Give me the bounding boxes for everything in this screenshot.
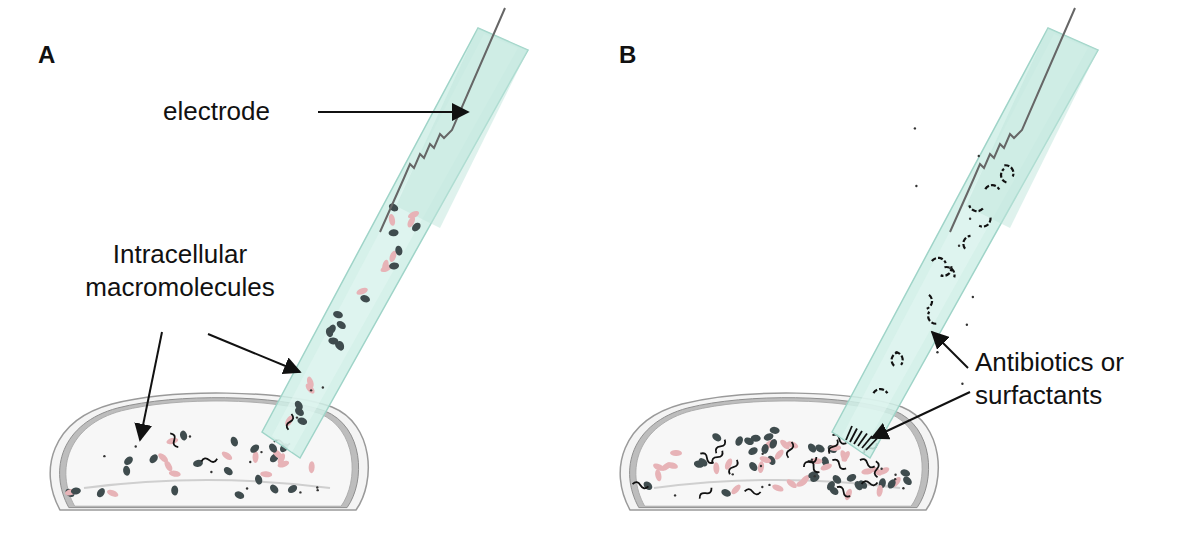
panel-letter: A [38,40,55,70]
pipette [262,28,528,458]
macromolecules [632,426,913,501]
panel-letter: B [619,40,636,70]
electrode [380,8,1075,232]
macromolecules [284,202,423,430]
label: Intracellular macromolecules [70,238,290,303]
label: electrode [163,95,270,128]
label: Antibiotics or surfactants [975,346,1165,411]
